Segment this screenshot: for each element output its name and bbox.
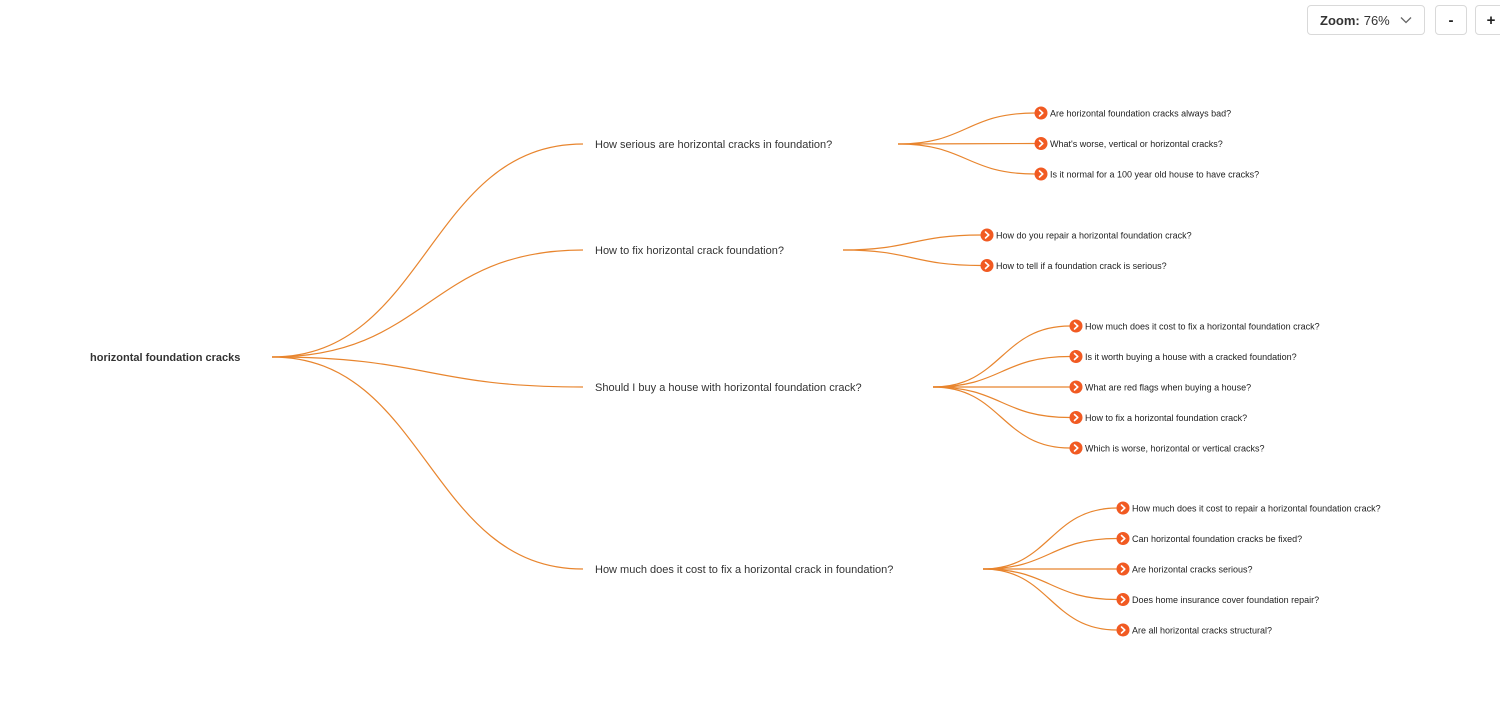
question-node[interactable]: Which is worse, horizontal or vertical c… — [1085, 444, 1265, 454]
question-node[interactable]: Does home insurance cover foundation rep… — [1132, 595, 1319, 605]
edge-branch-child — [982, 537, 1118, 570]
zoom-value: 76% — [1363, 12, 1390, 28]
zoom-label: Zoom: — [1320, 12, 1360, 28]
zoom-in-button[interactable]: + — [1475, 5, 1500, 35]
expand-chevron-icon[interactable] — [1069, 380, 1083, 394]
expand-chevron-icon[interactable] — [1116, 623, 1130, 637]
question-node[interactable]: How to fix a horizontal foundation crack… — [1085, 413, 1247, 423]
question-node[interactable]: Can horizontal foundation cracks be fixe… — [1132, 534, 1302, 544]
zoom-out-button[interactable]: - — [1435, 5, 1467, 35]
edge-branch-child — [982, 568, 1118, 631]
edge-branch-child — [932, 325, 1071, 388]
expand-chevron-icon[interactable] — [980, 228, 994, 242]
question-node[interactable]: Are all horizontal cracks structural? — [1132, 626, 1272, 636]
branch-node[interactable]: How to fix horizontal crack foundation? — [595, 245, 784, 257]
edge-root-branch — [271, 249, 584, 358]
question-node[interactable]: What's worse, vertical or horizontal cra… — [1050, 139, 1223, 149]
edge-root-branch — [271, 143, 584, 358]
expand-chevron-icon[interactable] — [1069, 319, 1083, 333]
expand-chevron-icon[interactable] — [1034, 167, 1048, 181]
root-node[interactable]: horizontal foundation cracks — [90, 352, 240, 364]
expand-chevron-icon[interactable] — [1116, 532, 1130, 545]
question-node[interactable]: Is it worth buying a house with a cracke… — [1085, 352, 1297, 362]
expand-chevron-icon[interactable] — [1069, 411, 1083, 424]
branch-node[interactable]: How much does it cost to fix a horizonta… — [595, 564, 893, 576]
question-node[interactable]: What are red flags when buying a house? — [1085, 383, 1251, 393]
edge-branch-child — [982, 507, 1118, 570]
edge-branch-child — [897, 142, 1036, 145]
expand-chevron-icon[interactable] — [980, 259, 994, 272]
expand-chevron-icon[interactable] — [1069, 350, 1083, 363]
zoom-select[interactable]: Zoom: 76% — [1307, 5, 1425, 35]
expand-chevron-icon[interactable] — [1116, 501, 1130, 515]
edge-root-branch — [271, 356, 584, 570]
branch-node[interactable]: How serious are horizontal cracks in fou… — [595, 139, 832, 151]
expand-chevron-icon[interactable] — [1034, 106, 1048, 120]
edge-branch-child — [932, 355, 1071, 388]
branch-node[interactable]: Should I buy a house with horizontal fou… — [595, 382, 862, 394]
expand-chevron-icon[interactable] — [1034, 137, 1048, 150]
question-node[interactable]: How to tell if a foundation crack is ser… — [996, 261, 1167, 271]
edge-branch-child — [982, 568, 1118, 601]
edge-branch-child — [897, 112, 1036, 145]
question-node[interactable]: Is it normal for a 100 year old house to… — [1050, 170, 1259, 180]
edge-branch-child — [932, 386, 1071, 419]
expand-chevron-icon[interactable] — [1116, 562, 1130, 576]
chevron-down-icon — [1400, 17, 1412, 24]
question-node[interactable]: How do you repair a horizontal foundatio… — [996, 231, 1192, 241]
edge-root-branch — [271, 356, 584, 388]
question-node[interactable]: How much does it cost to fix a horizonta… — [1085, 322, 1320, 332]
edge-branch-child — [897, 143, 1036, 175]
question-node[interactable]: How much does it cost to repair a horizo… — [1132, 504, 1381, 514]
question-node[interactable]: Are horizontal foundation cracks always … — [1050, 109, 1231, 119]
edge-branch-child — [932, 386, 1071, 449]
edge-branch-child — [842, 234, 982, 251]
expand-chevron-icon[interactable] — [1116, 593, 1130, 606]
edge-branch-child — [842, 249, 982, 267]
question-node[interactable]: Are horizontal cracks serious? — [1132, 565, 1253, 575]
expand-chevron-icon[interactable] — [1069, 441, 1083, 455]
